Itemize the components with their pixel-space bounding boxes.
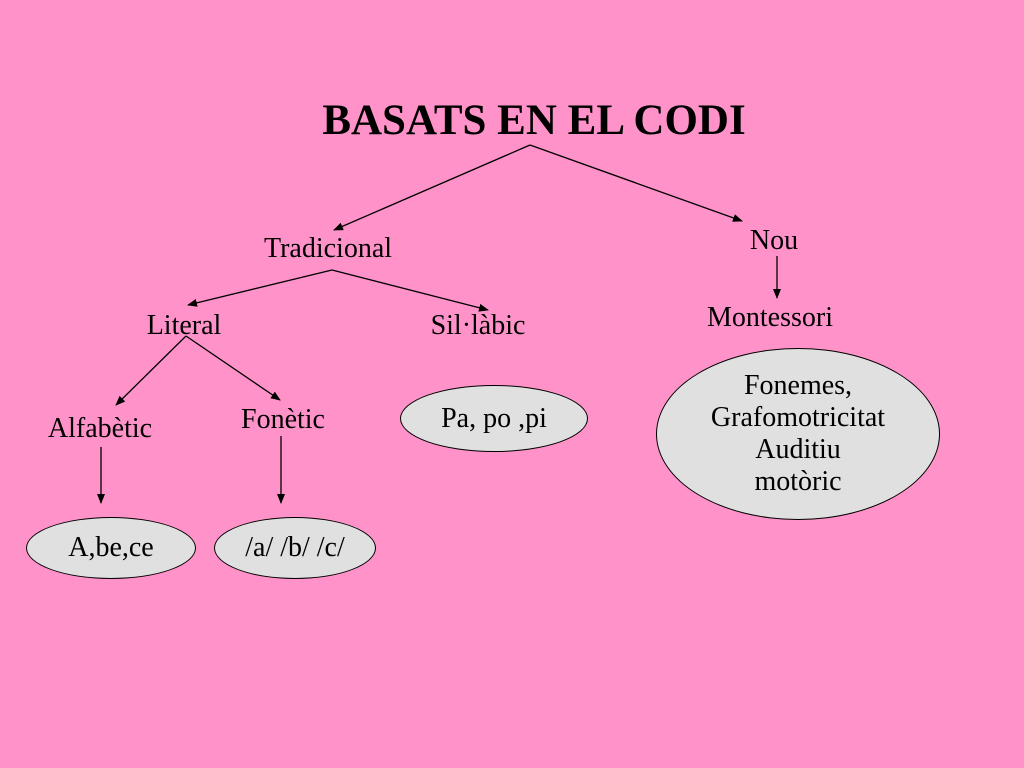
montessori-line-2: Grafomotricitat — [710, 402, 886, 433]
node-literal: Literal — [146, 310, 222, 341]
node-fonetic: Fonètic — [241, 404, 325, 435]
node-alfabetic: Alfabètic — [47, 413, 153, 444]
ellipse-montessori-details: Fonemes, Grafomotricitat Auditiu motòric — [656, 348, 940, 520]
arrow-tradicional-sillabic — [331, 269, 489, 312]
node-montessori: Montessori — [707, 302, 833, 333]
montessori-line-3: Auditiu — [755, 434, 841, 465]
ellipse-alfabetic-example: A,be,ce — [26, 517, 196, 579]
ellipse-sillabic-example: Pa, po ,pi — [400, 385, 588, 452]
arrow-literal-alfabetic — [115, 335, 187, 406]
ellipse-fonetic-example-text: /a/ /b/ /c/ — [245, 532, 345, 563]
arrow-literal-fonetic — [185, 335, 281, 401]
montessori-line-1: Fonemes, — [743, 370, 853, 401]
node-sillabic: Sil·làbic — [430, 310, 526, 341]
node-tradicional: Tradicional — [263, 233, 393, 264]
montessori-line-4: motòric — [754, 466, 842, 497]
diagram-title: BASATS EN EL CODI — [322, 97, 746, 144]
arrow-title-nou — [529, 144, 743, 222]
node-nou: Nou — [749, 225, 799, 256]
arrow-title-tradicional — [333, 144, 531, 231]
ellipse-alfabetic-example-text: A,be,ce — [68, 532, 154, 563]
ellipse-sillabic-example-text: Pa, po ,pi — [441, 402, 547, 434]
ellipse-fonetic-example: /a/ /b/ /c/ — [214, 517, 376, 579]
arrow-tradicional-literal — [187, 269, 333, 307]
